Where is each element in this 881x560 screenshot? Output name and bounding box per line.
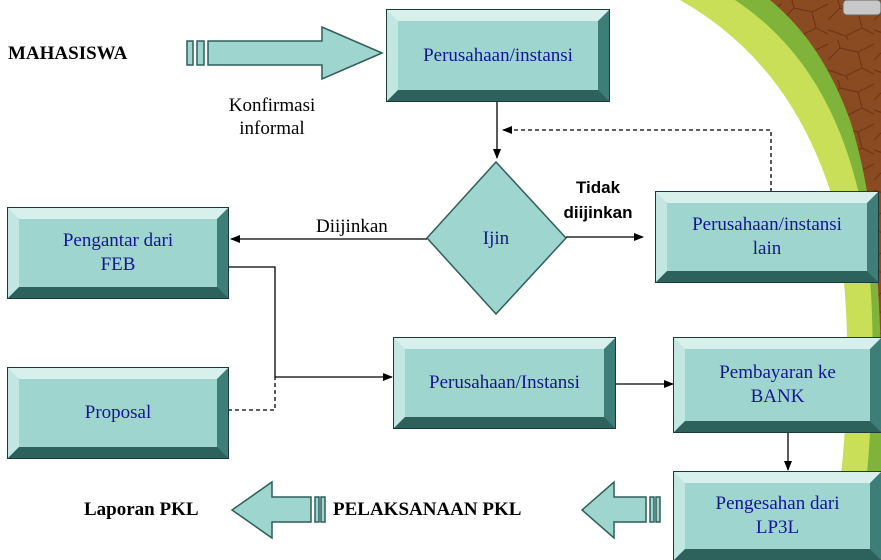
note-informal-confirmation: Konfirmasi informal bbox=[228, 95, 316, 139]
decor-yellow-swoosh bbox=[680, 0, 881, 560]
edge-label-allowed: Diijinkan bbox=[316, 216, 388, 237]
company-box-2-label: Perusahaan/Instansi bbox=[429, 372, 580, 393]
block-arrow-left-bottom-left bbox=[230, 480, 326, 540]
approval-box: Pengesahan dari LP3L bbox=[674, 472, 881, 560]
decor-logo bbox=[842, 0, 881, 16]
report-label: Laporan PKL bbox=[84, 499, 199, 520]
decor-brown-texture bbox=[770, 0, 881, 360]
decor-green-band bbox=[735, 0, 881, 560]
payment-box: Pembayaran ke BANK bbox=[674, 338, 881, 432]
start-label: MAHASISWA bbox=[8, 43, 128, 64]
other-company-label: Perusahaan/instansi lain bbox=[692, 214, 842, 259]
decision-label: Ijin bbox=[482, 228, 510, 249]
edge-proposal-merge bbox=[228, 377, 276, 411]
company-box-2: Perusahaan/Instansi bbox=[394, 338, 615, 428]
other-company-box: Perusahaan/instansi lain bbox=[656, 192, 878, 282]
edge-other-company-back bbox=[502, 126, 772, 192]
approval-label: Pengesahan dari LP3L bbox=[715, 493, 840, 538]
cover-letter-label: Pengantar dari FEB bbox=[62, 230, 174, 275]
payment-label: Pembayaran ke BANK bbox=[719, 362, 836, 407]
cover-letter-box: Pengantar dari FEB bbox=[8, 208, 228, 298]
block-arrow-right-top bbox=[186, 25, 384, 81]
proposal-label: Proposal bbox=[84, 402, 152, 423]
implementation-label: PELAKSANAAN PKL bbox=[333, 499, 522, 520]
decision-diamond bbox=[425, 160, 568, 316]
edge-label-not-allowed: Tidak diijinkan bbox=[563, 178, 633, 222]
company-box-1: Perusahaan/instansi bbox=[387, 10, 609, 101]
edge-cover-letter-merge bbox=[228, 266, 276, 377]
company-box-1-label: Perusahaan/instansi bbox=[423, 44, 573, 66]
proposal-box: Proposal bbox=[8, 368, 228, 458]
block-arrow-left-bottom-right bbox=[580, 480, 661, 540]
